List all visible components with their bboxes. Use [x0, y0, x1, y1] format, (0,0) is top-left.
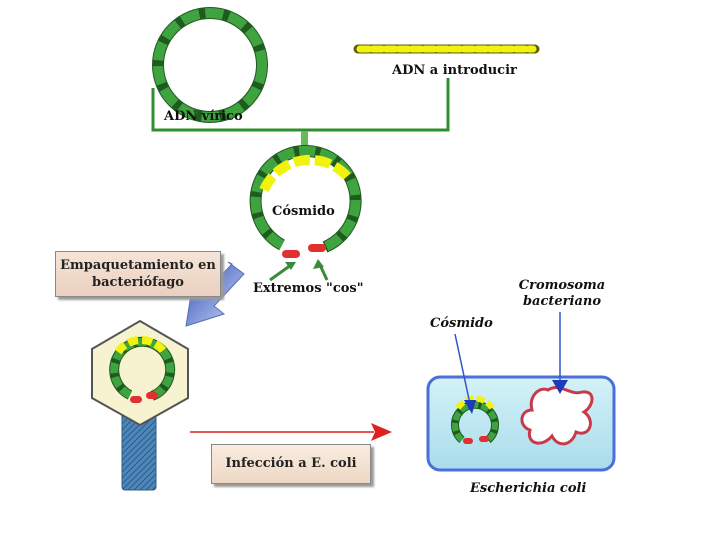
infection-arrow: [190, 423, 392, 441]
cosmid-pointer: [454, 333, 476, 414]
chromosome-pointer: [552, 312, 568, 394]
cos-end-right: [308, 244, 326, 252]
cosmid-in-cell: [451, 395, 499, 444]
bacterial-chromosome: [520, 386, 594, 446]
cosmid-main: [249, 144, 362, 258]
label-adn-introducir: ADN a introducir: [392, 63, 517, 78]
cos-pointer-arrows: [269, 259, 329, 282]
label-escherichia-coli: Escherichia coli: [470, 481, 587, 496]
joining-bracket: [151, 78, 450, 132]
packaging-box: Empaquetamiento en bacteriófago: [55, 251, 221, 297]
cos-end-left: [282, 250, 300, 258]
label-cromosoma-bacteriano: Cromosoma bacteriano: [518, 278, 606, 309]
label-cosmido: Cósmido: [272, 204, 335, 219]
infection-box: Infección a E. coli: [211, 444, 371, 484]
bacteriophage: [91, 319, 189, 491]
label-extremos-cos: Extremos "cos": [253, 281, 364, 296]
label-cosmido-cell: Cósmido: [430, 316, 493, 331]
label-adn-virico: ADN vírico: [164, 109, 243, 124]
viral-dna-ring-segments: [153, 8, 267, 122]
